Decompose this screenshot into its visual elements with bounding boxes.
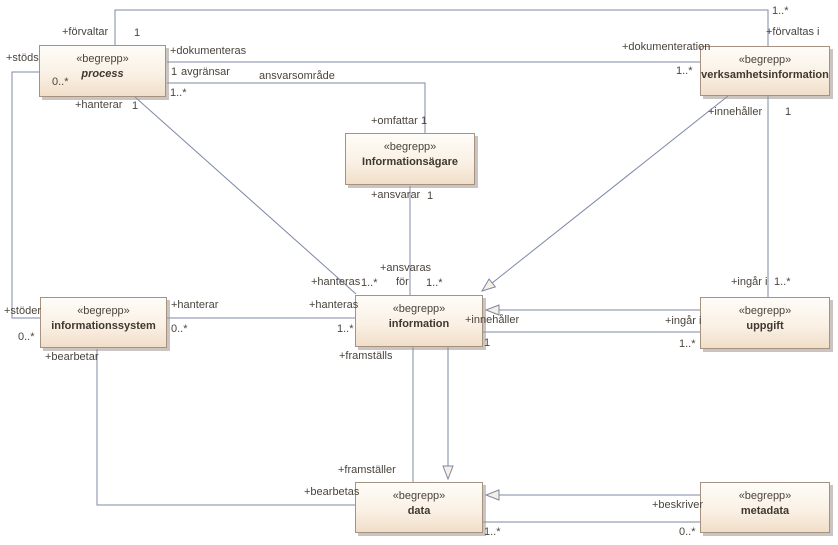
role-label-avgransar: avgränsar <box>181 66 230 78</box>
multiplicity-label: 1 <box>132 100 139 112</box>
role-label-framstalls: +framställs <box>339 350 393 362</box>
role-label-beskriver: +beskriver <box>652 499 704 511</box>
multiplicity-label: 1..* <box>772 5 789 17</box>
node-name: verksamhetsinformation <box>701 69 829 81</box>
multiplicity-label: 1..* <box>337 323 354 335</box>
node-metadata[interactable]: «begrepp» metadata <box>700 482 830 533</box>
multiplicity-label: 0..* <box>679 526 696 538</box>
role-label-forvaltar: +förvaltar <box>62 26 109 38</box>
multiplicity-label: 0..* <box>52 76 69 88</box>
connector-bearbetar[interactable] <box>96 349 355 506</box>
multiplicity-label: 1..* <box>361 277 378 289</box>
multiplicity-label: 1 <box>421 115 428 127</box>
role-label-ansvarar: +ansvarar <box>371 189 421 201</box>
role-label-forvaltas-i: +förvaltas i <box>766 26 820 38</box>
stereotype-label: «begrepp» <box>738 54 792 66</box>
multiplicity-label: 1 <box>427 190 434 202</box>
node-process[interactable]: «begrepp» process <box>39 45 166 97</box>
node-informationsagare[interactable]: «begrepp» Informationsägare <box>345 133 475 185</box>
node-data[interactable]: «begrepp» data <box>355 482 483 533</box>
stereotype-label: «begrepp» <box>383 141 437 153</box>
connector-hanterar-diagonal[interactable] <box>134 96 357 295</box>
node-uppgift[interactable]: «begrepp» uppgift <box>700 297 830 349</box>
role-label-innehaller: +innehåller <box>708 106 763 118</box>
multiplicity-label: 1..* <box>426 277 443 289</box>
node-information[interactable]: «begrepp» information <box>355 295 483 347</box>
multiplicity-label: 1 <box>134 27 141 39</box>
multiplicity-label: 1 <box>171 66 178 78</box>
multiplicity-label: 1..* <box>170 87 187 99</box>
role-label-bearbetar: +bearbetar <box>45 351 99 363</box>
multiplicity-label: 0..* <box>171 323 188 335</box>
multiplicity-label: 1 <box>484 337 491 349</box>
multiplicity-label: 1..* <box>676 65 693 77</box>
multiplicity-label: 1..* <box>484 526 501 538</box>
connector-ansvarsomrade[interactable] <box>167 82 426 133</box>
multiplicity-label: 1..* <box>774 276 791 288</box>
node-name: uppgift <box>746 320 784 332</box>
role-label-ingar-i: +ingår i <box>731 276 768 288</box>
node-verksamhetsinformation[interactable]: «begrepp» verksamhetsinformation <box>700 46 830 96</box>
role-label-stods: +stöds <box>6 52 39 64</box>
node-name: process <box>81 68 124 80</box>
node-name: data <box>407 505 431 517</box>
node-name: information <box>388 318 450 330</box>
role-label-hanterar: +hanterar <box>171 299 219 311</box>
role-label-hanterar: +hanterar <box>75 99 123 111</box>
role-label-innehaller: +innehåller <box>465 314 520 326</box>
node-informationssystem[interactable]: «begrepp» informationssystem <box>40 297 167 348</box>
stereotype-label: «begrepp» <box>392 490 446 502</box>
role-label-framstaller: +framställer <box>338 464 396 476</box>
stereotype-label: «begrepp» <box>738 490 792 502</box>
multiplicity-label: 1 <box>785 106 792 118</box>
role-label-ingar-i: +ingår i <box>665 315 702 327</box>
role-label-hanteras: +hanteras <box>309 299 359 311</box>
generalization-verksamhetsinformation-information[interactable] <box>480 95 729 292</box>
association-name-ansvarsomrade: ansvarsområde <box>259 70 335 82</box>
stereotype-label: «begrepp» <box>738 305 792 317</box>
role-label-ansvaras: +ansvaras <box>380 262 432 274</box>
role-label-ansvaras-for: för <box>396 276 409 288</box>
role-label-hanteras: +hanteras <box>311 276 361 288</box>
stereotype-label: «begrepp» <box>392 303 446 315</box>
stereotype-label: «begrepp» <box>77 305 130 317</box>
multiplicity-label: 0..* <box>18 331 35 343</box>
role-label-dokumenteras: +dokumenteras <box>170 45 247 57</box>
role-label-bearbetas: +bearbetas <box>304 486 360 498</box>
role-label-omfattar: +omfattar <box>371 115 418 127</box>
multiplicity-label: 1..* <box>679 338 696 350</box>
role-label-stoder: +stöder <box>4 305 41 317</box>
node-name: metadata <box>740 505 790 517</box>
role-label-dokumenteration: +dokumenteration <box>622 41 711 53</box>
node-name: Informationsägare <box>362 156 458 168</box>
stereotype-label: «begrepp» <box>76 53 129 65</box>
connector-forvaltar[interactable] <box>114 9 769 46</box>
connector-stods[interactable] <box>11 71 40 319</box>
node-name: informationssystem <box>51 320 156 332</box>
